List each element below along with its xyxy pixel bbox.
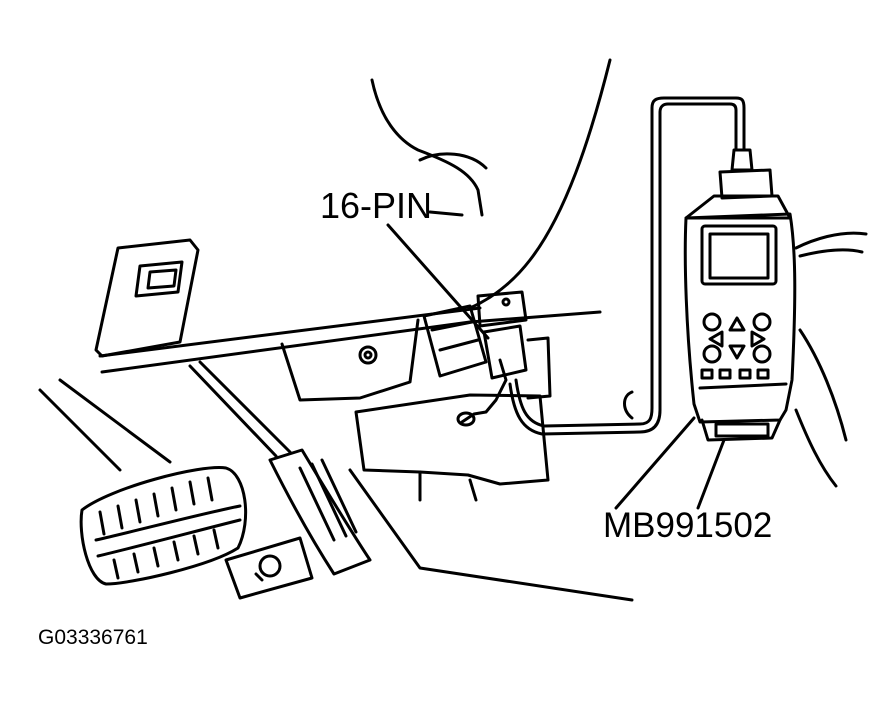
under-dash-bracket xyxy=(280,318,550,502)
leader-lines xyxy=(386,223,726,510)
dashboard-upper-curves xyxy=(370,58,612,310)
right-side-contour xyxy=(794,231,868,488)
accelerator-pedal xyxy=(188,360,372,576)
scan-tool-label: MB991502 xyxy=(603,506,773,545)
floor-switch-plate xyxy=(224,536,314,600)
tool-cable xyxy=(508,96,746,436)
figure-id-label: G03336761 xyxy=(38,626,148,649)
scan-tool-mb991502 xyxy=(683,148,797,442)
floor-line xyxy=(348,468,634,602)
connector-label: 16-PIN xyxy=(320,185,433,226)
lower-dash-panel xyxy=(94,238,602,374)
brake-pedal xyxy=(38,378,248,586)
diagnostic-connector-16pin xyxy=(422,290,552,427)
